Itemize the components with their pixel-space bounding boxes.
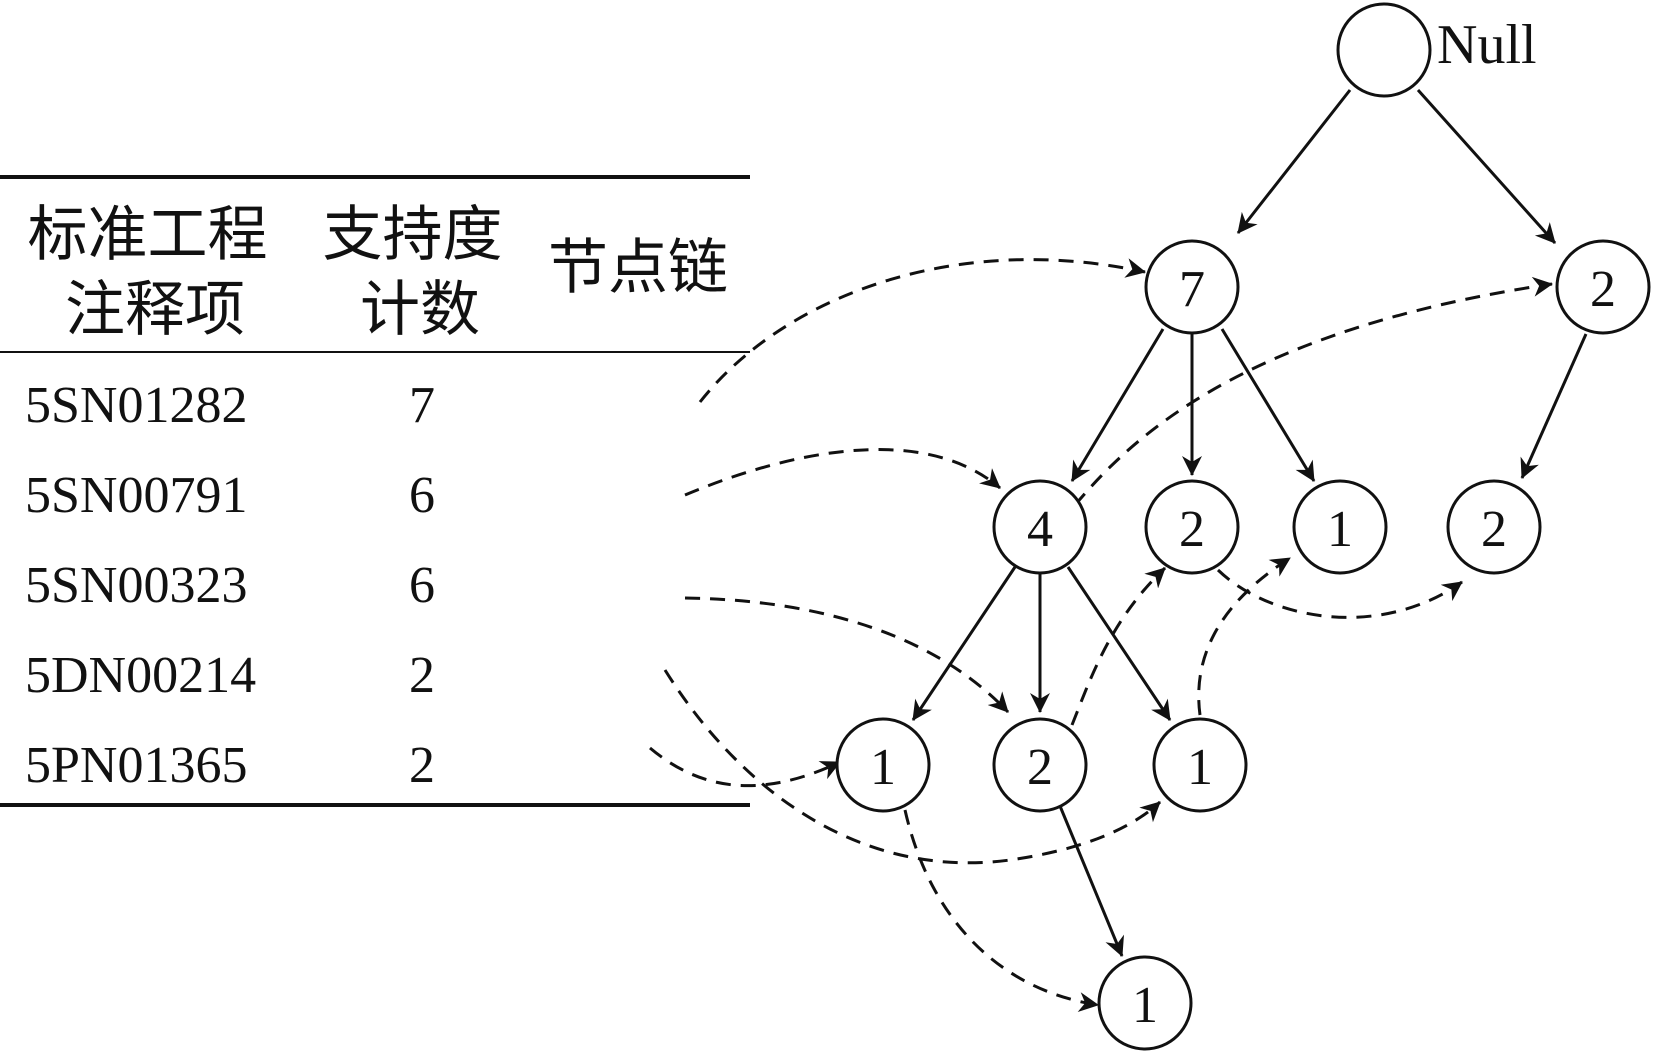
edge-b2-d2 bbox=[1520, 333, 1588, 479]
edge-e2-f1 bbox=[1058, 805, 1124, 957]
tree-node: 2 bbox=[1446, 479, 1542, 575]
tree-node: 1 bbox=[1292, 479, 1388, 575]
row-item: 5PN01365 bbox=[25, 737, 247, 794]
table-row: 5SN00323 6 bbox=[25, 557, 435, 614]
tree-node: 1 bbox=[1097, 955, 1193, 1051]
edge-root-b2 bbox=[1416, 88, 1557, 245]
tree-node: 7 bbox=[1144, 239, 1240, 335]
edge-c4-e1 bbox=[911, 566, 1017, 721]
node-count: 7 bbox=[1179, 261, 1205, 318]
column-header-support-count: 支持度 计数 bbox=[323, 202, 518, 343]
row-item: 5SN00323 bbox=[25, 557, 247, 614]
tree-node-root bbox=[1336, 2, 1432, 98]
node-count: 4 bbox=[1027, 501, 1053, 558]
node-link-5DN00214-to-e3 bbox=[663, 669, 1162, 865]
row-count: 6 bbox=[409, 467, 435, 524]
node-count: 1 bbox=[1187, 739, 1213, 796]
tree-node: 1 bbox=[835, 717, 931, 813]
row-item: 5DN00214 bbox=[25, 647, 256, 704]
node-count: 2 bbox=[1179, 501, 1205, 558]
node-link-5PN01365-e1-to-f1 bbox=[903, 809, 1099, 1012]
edge-root-a7 bbox=[1236, 89, 1352, 234]
edge-a7-c1 bbox=[1220, 328, 1316, 482]
row-count: 2 bbox=[409, 647, 435, 704]
root-label: Null bbox=[1437, 14, 1537, 76]
node-count: 1 bbox=[870, 739, 896, 796]
node-count: 1 bbox=[1132, 977, 1158, 1034]
node-link-5SN00791-to-c4 bbox=[684, 448, 1001, 497]
node-link-5SN00323-c2-to-d2 bbox=[1216, 568, 1463, 619]
row-count: 2 bbox=[409, 737, 435, 794]
node-count: 2 bbox=[1481, 501, 1507, 558]
tree-node: 4 bbox=[992, 479, 1088, 575]
tree-node: 2 bbox=[992, 717, 1088, 813]
tree-edges bbox=[911, 88, 1588, 957]
node-links bbox=[649, 258, 1553, 1012]
tree-nodes: Null 7 2 4 2 1 2 1 2 bbox=[835, 2, 1651, 1051]
row-count: 6 bbox=[409, 557, 435, 614]
table-row: 5PN01365 2 bbox=[25, 737, 435, 794]
node-count: 2 bbox=[1590, 261, 1616, 318]
row-item: 5SN01282 bbox=[25, 377, 247, 434]
node-link-5SN00791-c4-to-b2 bbox=[1073, 276, 1553, 506]
table-row: 5SN01282 7 bbox=[25, 377, 435, 434]
header-table: 标准工程 注释项 支持度 计数 节点链 5SN01282 7 5SN00791 … bbox=[0, 175, 750, 807]
tree-node: 2 bbox=[1144, 479, 1240, 575]
tree-node: 1 bbox=[1152, 717, 1248, 813]
table-row: 5SN00791 6 bbox=[25, 467, 435, 524]
node-link-5SN01282 bbox=[698, 258, 1146, 403]
node-link-5SN00323-e2-to-c2 bbox=[1070, 566, 1167, 726]
tree-node: 2 bbox=[1555, 239, 1651, 335]
edge-c4-e3 bbox=[1066, 566, 1172, 721]
edge-a7-c4 bbox=[1070, 328, 1165, 482]
table-row: 5DN00214 2 bbox=[25, 647, 435, 704]
node-link-5SN00323-to-e2 bbox=[684, 596, 1010, 714]
node-count: 2 bbox=[1027, 739, 1053, 796]
column-header-item: 标准工程 注释项 bbox=[28, 202, 283, 343]
row-item: 5SN00791 bbox=[25, 467, 247, 524]
node-count: 1 bbox=[1327, 501, 1353, 558]
node-link-5DN00214-e3-to-c1 bbox=[1197, 556, 1291, 716]
column-header-node-link: 节点链 bbox=[548, 235, 728, 301]
row-count: 7 bbox=[409, 377, 435, 434]
